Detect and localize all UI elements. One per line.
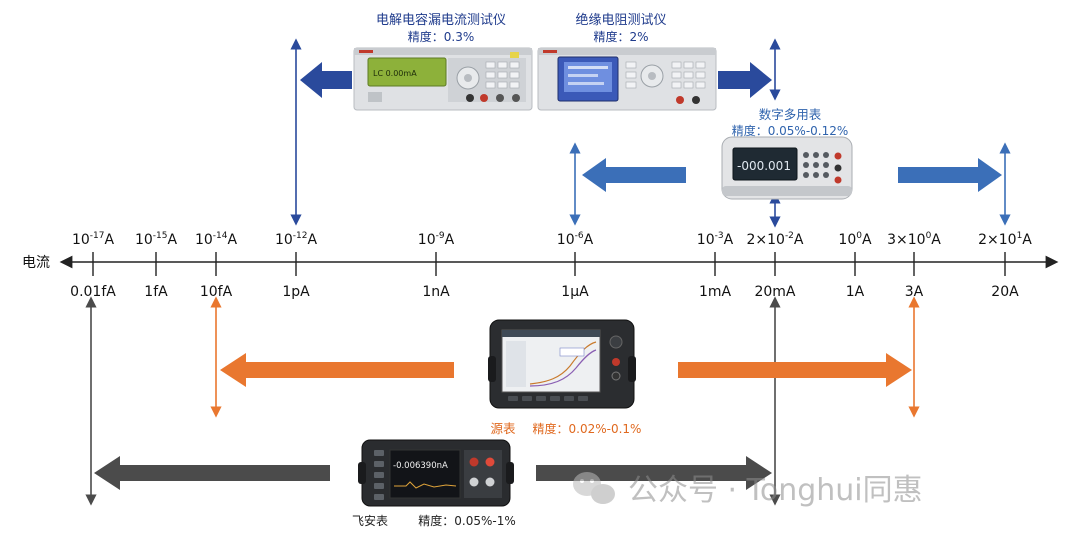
tick-unit-label: 10fA <box>200 284 233 300</box>
dmm-low-range-arrow <box>582 158 686 192</box>
tick-exponent-label: 10-15A <box>135 231 178 248</box>
wechat-watermark: 公众号 · Tonghui同惠 <box>573 472 923 508</box>
ammeter-low-range-arrow <box>94 456 330 490</box>
tick-exponent-label: 100A <box>838 231 872 248</box>
tick-exponent-label: 10-9A <box>418 231 455 248</box>
smu-high-range-arrow <box>678 353 912 387</box>
ammeter-high-range-arrow <box>536 456 772 490</box>
ammeter-accuracy: 精度：0.05%-1% <box>418 513 516 528</box>
tick-exponent-label: 3×100A <box>887 231 941 248</box>
tick-exponent-label: 10-17A <box>72 231 115 248</box>
insulation-tester-name: 绝缘电阻测试仪 <box>575 12 666 28</box>
digital-multimeter-image: -000.001 <box>721 136 853 200</box>
tick-exponent-label: 10-3A <box>697 231 734 248</box>
leakage-display-readout: LC 0.00mA <box>373 69 417 78</box>
leakage-range-arrow <box>300 62 352 98</box>
dmm-accuracy: 精度：0.05%-0.12% <box>732 123 849 138</box>
tick-exponent-label: 2×10-2A <box>746 231 803 248</box>
smu-name: 源表 <box>490 421 516 436</box>
insulation-range-arrow <box>718 62 772 98</box>
insulation-tester-image <box>537 47 717 111</box>
ammeter-name: 飞安表 <box>352 513 388 528</box>
tick-exponent-label: 10-14A <box>195 231 238 248</box>
smu-accuracy: 精度：0.02%-0.1% <box>533 421 642 436</box>
tick-unit-label: 1fA <box>144 284 168 300</box>
tick-exponent-label: 2×101A <box>978 231 1032 248</box>
tick-unit-label: 1pA <box>282 284 310 300</box>
femtoammeter-image: -0.006390nA <box>358 439 514 507</box>
axis-ticks: 10-17A 0.01fA 10-15A 1fA 10-14A 10fA 10-12A 1pA… <box>70 231 1032 300</box>
tick-unit-label: 1mA <box>699 284 732 300</box>
wechat-icon <box>573 472 615 504</box>
smu-low-range-arrow <box>220 353 454 387</box>
leakage-current-tester-image: LC 0.00mA <box>353 47 533 111</box>
tick-unit-label: 3A <box>905 284 924 300</box>
leakage-tester-accuracy: 精度：0.3% <box>408 29 475 44</box>
ammeter-display-readout: -0.006390nA <box>393 461 448 471</box>
dmm-name: 数字多用表 <box>759 107 822 122</box>
leakage-tester-name: 电解电容漏电流测试仪 <box>376 12 506 28</box>
axis-label: 电流 <box>22 255 50 271</box>
tick-unit-label: 20mA <box>754 284 795 300</box>
watermark-text: 公众号 · Tonghui同惠 <box>628 473 923 508</box>
dmm-high-range-arrow <box>898 158 1002 192</box>
source-measure-unit-image <box>488 319 636 409</box>
tick-exponent-label: 10-6A <box>557 231 594 248</box>
tick-unit-label: 1A <box>846 284 865 300</box>
tick-unit-label: 1nA <box>422 284 450 300</box>
insulation-tester-accuracy: 精度：2% <box>593 29 648 44</box>
dmm-display-readout: -000.001 <box>737 159 791 173</box>
tick-unit-label: 0.01fA <box>70 284 116 300</box>
tick-exponent-label: 10-12A <box>275 231 318 248</box>
tick-unit-label: 20A <box>991 284 1019 300</box>
tick-unit-label: 1μA <box>561 284 589 300</box>
